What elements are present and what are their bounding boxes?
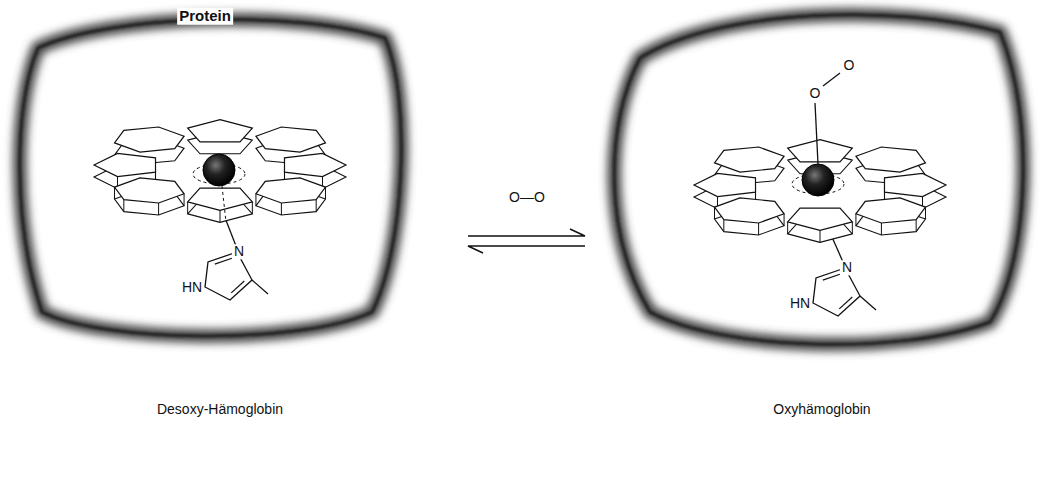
porphyrin-ring — [188, 188, 253, 210]
double-bond — [823, 274, 840, 280]
protein-edge — [614, 15, 1023, 345]
heme-edge — [758, 223, 759, 235]
porphyrin-ring — [788, 140, 853, 162]
heme-edge — [325, 187, 326, 199]
label: O — [842, 58, 857, 73]
porphyrin-ring — [715, 147, 785, 172]
heme-edge — [852, 222, 853, 234]
label: Protein — [177, 8, 233, 25]
iron-atom — [802, 164, 834, 196]
porphyrin-ring — [856, 198, 926, 223]
heme-edge — [220, 210, 221, 222]
heme-edge — [855, 214, 856, 226]
label: HN — [788, 296, 812, 311]
protein-shade — [614, 15, 1023, 345]
heme-edge — [187, 202, 188, 214]
label: HN — [180, 280, 204, 295]
heme-edge — [255, 194, 256, 206]
porphyrin-ring — [856, 147, 926, 172]
porphyrin-ring — [256, 127, 326, 152]
iron-atom — [203, 154, 235, 186]
heme-edge — [820, 230, 821, 242]
heme-group — [694, 73, 946, 316]
double-bond — [839, 297, 852, 309]
heme-edge — [252, 202, 253, 214]
heme-edge — [123, 200, 124, 212]
porphyrin-ring — [884, 173, 946, 196]
porphyrin-ring — [94, 153, 156, 176]
porphyrin-ring — [115, 178, 185, 203]
porphyrin-ring — [115, 127, 185, 152]
heme-edge — [114, 187, 115, 199]
axial-bond — [222, 186, 226, 222]
heme-group — [94, 120, 346, 300]
label: N — [232, 244, 246, 259]
label: Oxyhämoglobin — [773, 402, 870, 417]
heme-edge — [881, 223, 882, 235]
protein-outline — [614, 15, 1023, 345]
porphyrin-ring — [694, 173, 756, 196]
label: N — [840, 260, 854, 275]
methyl-bond — [252, 280, 268, 294]
heme-edge — [158, 203, 159, 215]
equilibrium-arrows — [468, 229, 585, 253]
heme-edge — [316, 200, 317, 212]
porphyrin-ring — [284, 153, 346, 176]
reverse-arrow — [468, 246, 585, 253]
protein-shade — [20, 19, 402, 336]
heme-edge — [281, 203, 282, 215]
heme-edge — [723, 220, 724, 232]
label: O — [808, 86, 823, 101]
protein-outline — [20, 19, 402, 336]
forward-arrow — [468, 229, 585, 236]
protein-edge — [20, 19, 402, 336]
double-bond — [215, 258, 232, 264]
label: O—O — [509, 190, 545, 205]
label: Desoxy-Hämoglobin — [157, 402, 283, 417]
bond-line — [823, 73, 840, 86]
heme-edge — [714, 207, 715, 219]
heme-edge — [925, 207, 926, 219]
methyl-bond — [860, 296, 876, 310]
double-bond — [231, 281, 244, 293]
heme-edge — [787, 222, 788, 234]
bond-line — [815, 103, 818, 164]
porphyrin-ring — [256, 178, 326, 203]
heme-edge — [784, 214, 785, 226]
porphyrin-ring — [788, 208, 853, 230]
porphyrin-ring — [188, 120, 253, 142]
heme-edge — [916, 220, 917, 232]
porphyrin-ring — [715, 198, 785, 223]
heme-edge — [184, 194, 185, 206]
